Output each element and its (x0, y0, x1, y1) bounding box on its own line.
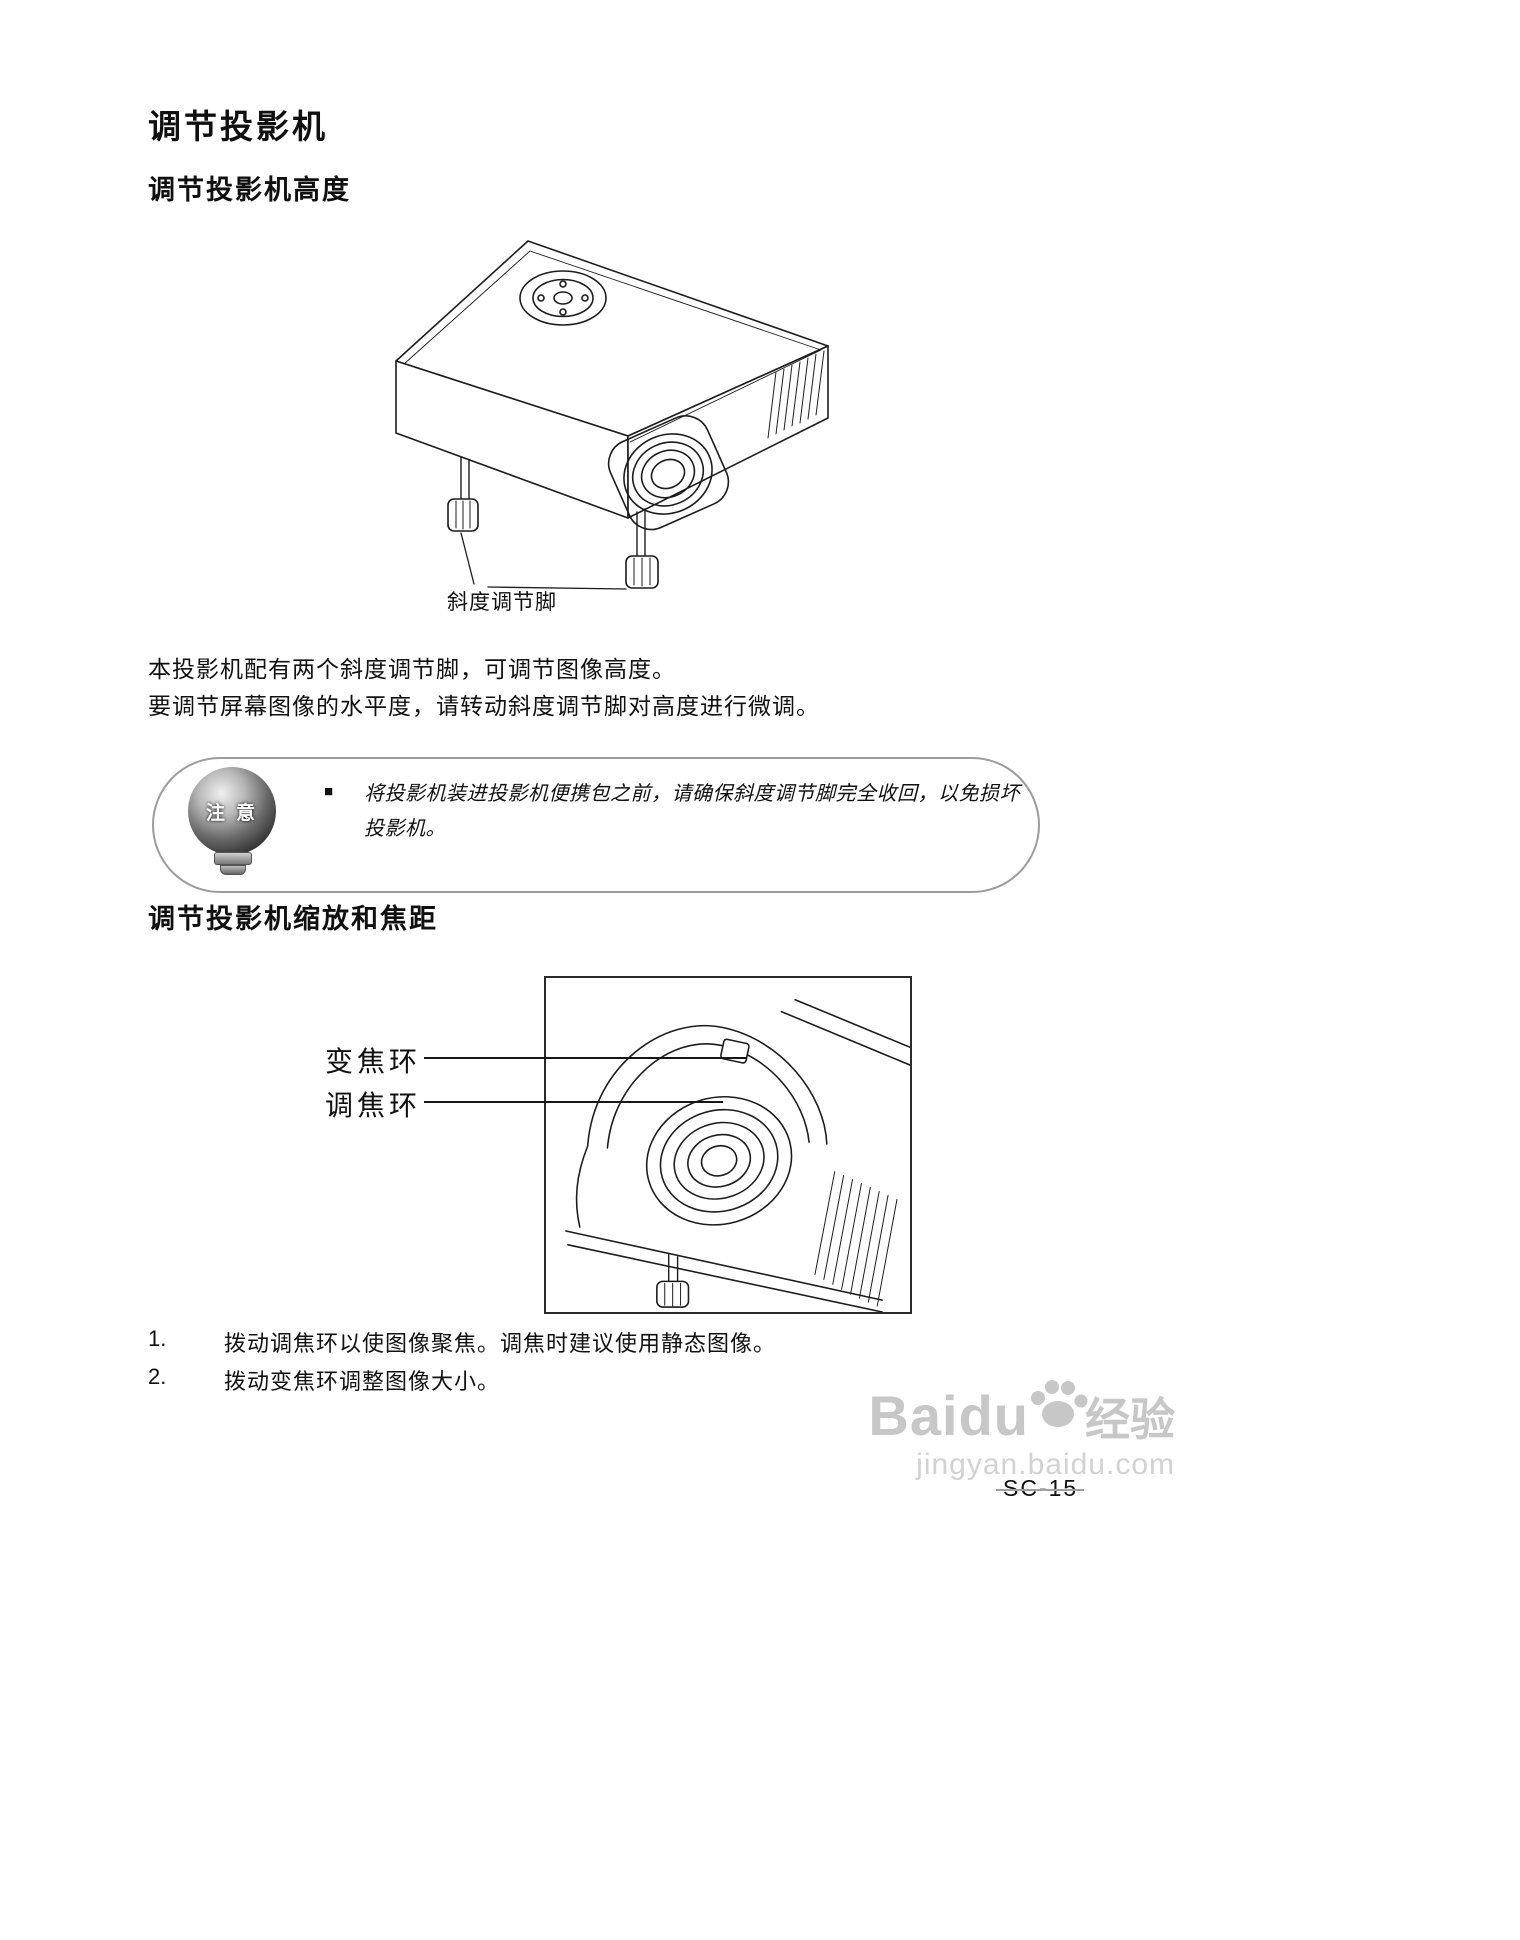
lens-closeup-line-art (565, 998, 911, 1313)
vent-grille (767, 350, 825, 439)
note-bullet-icon: ■ (324, 783, 334, 800)
focus-leader-line (424, 1101, 723, 1103)
case-edges (565, 998, 911, 1313)
bulb-base (214, 852, 252, 865)
baidu-logo-text: Baidu (868, 1384, 1029, 1447)
list-item-2-text: 拨动变焦环调整图像大小。 (224, 1369, 501, 1394)
front-foot (656, 1253, 690, 1308)
control-dial (519, 270, 607, 326)
section-height-heading: 调节投影机高度 (148, 175, 351, 205)
bulb-sphere: 注 意 (188, 767, 276, 855)
section-zoom-heading: 调节投影机缩放和焦距 (148, 904, 438, 934)
tilt-foot-right (625, 508, 659, 589)
zoom-ring-tab (720, 1038, 750, 1064)
page-number: SC-15 (1003, 1475, 1079, 1501)
list-item-2-number: 2. (148, 1364, 167, 1389)
jingyan-text: 经验 (1084, 1394, 1175, 1445)
zoom-focus-figure (544, 976, 912, 1314)
projector-line-art (395, 240, 829, 590)
note-text-line-2: 投影机。 (364, 818, 446, 840)
note-text-line-1: 将投影机装进投影机便携包之前，请确保斜度调节脚完全收回，以免损坏 (364, 783, 1020, 805)
tilt-feet-caption: 斜度调节脚 (447, 591, 557, 614)
lens-recess (607, 415, 730, 531)
projector-height-figure (378, 226, 848, 616)
note-icon-label: 注 意 (205, 802, 259, 824)
projector-body (395, 240, 829, 519)
focus-ring-label: 调焦环 (325, 1090, 422, 1121)
zoom-ring-label: 变焦环 (325, 1046, 422, 1077)
note-bulb-icon: 注 意 (188, 767, 278, 887)
lens-rings (645, 1095, 793, 1226)
watermark-url: jingyan.baidu.com (916, 1448, 1175, 1481)
list-item-1-number: 1. (148, 1326, 167, 1351)
lens-hood (586, 1024, 828, 1149)
bulb-screw (220, 865, 246, 875)
vent-grille (814, 1171, 898, 1307)
page-title: 调节投影机 (148, 108, 328, 145)
page-number-strikethrough (996, 1489, 1084, 1491)
paw-icon (1027, 1375, 1089, 1436)
baidu-watermark: Baidu 经验 jingyan.baidu.com (845, 1380, 1175, 1482)
note-box (152, 757, 1040, 893)
body-paragraph-1: 本投影机配有两个斜度调节脚，可调节图像高度。 (148, 656, 676, 682)
tilt-foot-left (447, 456, 479, 532)
list-item-1-text: 拨动调焦环以使图像聚焦。调焦时建议使用静态图像。 (224, 1331, 777, 1356)
caption-leader-lines (460, 532, 627, 590)
body-paragraph-2: 要调节屏幕图像的水平度，请转动斜度调节脚对高度进行微调。 (148, 693, 820, 719)
watermark-brand-row: Baidu 经验 (845, 1380, 1175, 1448)
zoom-leader-line (424, 1057, 747, 1059)
